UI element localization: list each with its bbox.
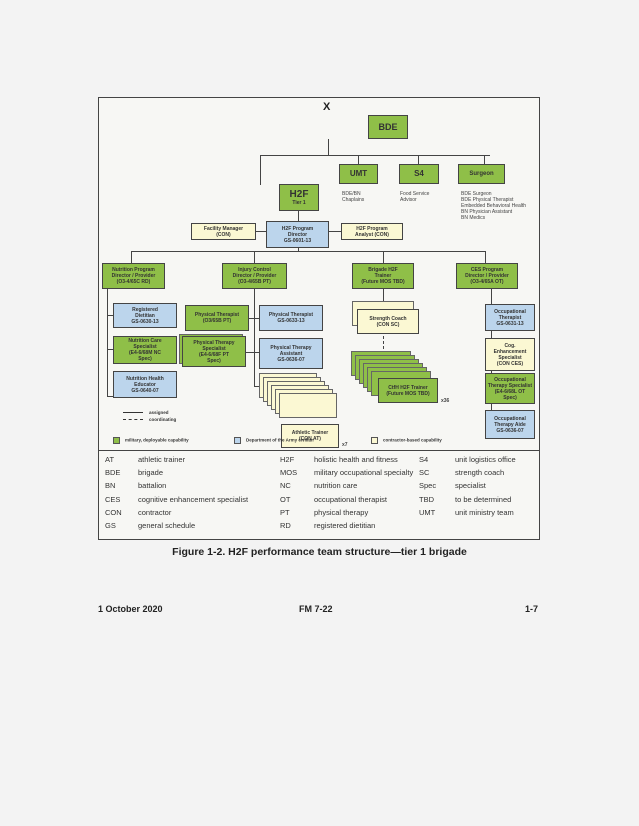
abbreviation-term: S4 bbox=[419, 455, 429, 464]
abbreviation-definition: brigade bbox=[138, 468, 164, 478]
h2f-title: H2F bbox=[289, 188, 309, 200]
facility-manager-box: Facility Manager (CON) bbox=[191, 223, 256, 240]
injury-control-director-box: Injury Control Director / Provider (O3-4… bbox=[222, 263, 287, 289]
abbreviation-definition: military occupational specialty bbox=[314, 468, 414, 478]
ctfh2f-trainer-box: CtfH H2F Trainer (Future MOS TBD) bbox=[378, 378, 438, 403]
legend-swatch-civilian bbox=[234, 437, 241, 444]
abbreviation-term: RD bbox=[280, 521, 291, 530]
abbreviation-term: CON bbox=[105, 507, 122, 517]
abbreviation-definition: nutrition care bbox=[314, 481, 358, 491]
legend-swatch-contractor bbox=[371, 437, 378, 444]
registered-dietitian-box: Registered Dietitian GS-0630-13 bbox=[113, 303, 177, 328]
ot-aide-box: Occupational Therapy Aide GS-0636-07 bbox=[485, 410, 535, 439]
abbreviation-term: UMT bbox=[419, 507, 436, 517]
abbreviation-definition: unit logistics office bbox=[455, 455, 516, 464]
ces-director-box: CES Program Director / Provider (O3-4/65… bbox=[456, 263, 518, 289]
abbreviation-definition: specialist bbox=[455, 481, 486, 491]
figure-org-chart: X BDE UMT S4 Surgeon BDE/BN Chaplains Fo… bbox=[98, 97, 540, 540]
abbreviation-term: NC bbox=[280, 481, 291, 491]
abbreviation-definition: registered dietitian bbox=[314, 521, 376, 530]
footer-date: 1 October 2020 bbox=[98, 604, 163, 614]
pt-specialist-box: Physical Therapy Specialist (E4-6/68F PT… bbox=[182, 336, 246, 367]
legend-military: military, deployable capability bbox=[125, 437, 189, 443]
physical-therapist-officer-box: Physical Therapist (O3/65B PT) bbox=[185, 305, 249, 331]
umt-box: UMT bbox=[339, 164, 378, 184]
abbreviation-term: Spec bbox=[419, 481, 437, 491]
unit-symbol: X bbox=[323, 101, 331, 113]
nutrition-director-box: Nutrition Program Director / Provider (O… bbox=[102, 263, 165, 289]
abbreviation-term: OT bbox=[280, 494, 291, 504]
abbreviation-term: AT bbox=[105, 455, 115, 464]
abbreviation-term: SC bbox=[419, 468, 430, 478]
athletic-trainer-box: Athletic Trainer (CON AT) bbox=[281, 424, 339, 448]
program-director-box: H2F Program Director GS-0601-13 bbox=[266, 221, 329, 248]
abbreviation-term: MOS bbox=[280, 468, 298, 478]
legend-contractor: contractor-based capability bbox=[383, 437, 442, 443]
abbreviation-definition: athletic trainer bbox=[138, 455, 186, 464]
footer-page-number: 1-7 bbox=[525, 604, 539, 614]
abbreviation-definition: physical therapy bbox=[314, 507, 369, 517]
athletic-trainer-count: x7 bbox=[342, 442, 348, 448]
legend-swatch-military bbox=[113, 437, 120, 444]
footer-manual: FM 7-22 bbox=[299, 604, 333, 614]
s4-note: Food Service Advisor bbox=[400, 191, 430, 203]
abbreviation-term: GS bbox=[105, 521, 116, 530]
abbreviation-definition: strength coach bbox=[455, 468, 505, 478]
abbreviation-definition: occupational therapist bbox=[314, 494, 387, 504]
h2f-box: H2F Tier 1 bbox=[279, 184, 319, 211]
physical-therapist-civilian-box: Physical Therapist GS-0633-13 bbox=[259, 305, 323, 331]
abbreviation-definition: cognitive enhancement specialist bbox=[138, 494, 249, 504]
legend-assigned: assigned bbox=[149, 410, 169, 415]
bde-box: BDE bbox=[368, 115, 408, 139]
abbreviation-definition: general schedule bbox=[138, 521, 196, 530]
occupational-therapist-box: Occupational Therapist GS-0631-13 bbox=[485, 304, 535, 331]
surgeon-box: Surgeon bbox=[458, 164, 505, 184]
abbreviation-term: TBD bbox=[419, 494, 434, 504]
program-analyst-box: H2F Program Analyst (CON) bbox=[341, 223, 403, 240]
abbreviation-definition: to be determined bbox=[455, 494, 512, 504]
cog-enhancement-box: Cog. Enhancement Specialist (CON CES) bbox=[485, 338, 535, 371]
abbreviation-term: PT bbox=[280, 507, 290, 517]
abbreviation-definition: battalion bbox=[138, 481, 167, 491]
nutrition-educator-box: Nutrition Health Educator GS-0640-07 bbox=[113, 371, 177, 398]
abbreviation-term: H2F bbox=[280, 455, 295, 464]
surgeon-note: BDE Surgeon BDE Physical Therapist Embed… bbox=[461, 191, 527, 221]
h2f-tier: Tier 1 bbox=[292, 199, 306, 206]
strength-coach-box: Strength Coach (CON SC) bbox=[357, 309, 419, 334]
abbreviation-term: BDE bbox=[105, 468, 121, 478]
legend-civilian: Department of the Army civilian bbox=[246, 437, 314, 443]
abbreviation-definition: unit ministry team bbox=[455, 507, 514, 517]
legend-coordinating: coordinating bbox=[149, 417, 177, 422]
abbreviation-term: BN bbox=[105, 481, 116, 491]
abbreviation-definition: holistic health and fitness bbox=[314, 455, 398, 464]
ot-specialist-box: Occupational Therapy Specialist (E4-6/68… bbox=[485, 373, 535, 404]
brigade-trainer-box: Brigade H2F Trainer (Future MOS TBD) bbox=[352, 263, 414, 289]
nutrition-care-specialist-box: Nutrition Care Specialist (E4-6/68M NC S… bbox=[113, 336, 177, 364]
abbreviation-term: CES bbox=[105, 494, 121, 504]
pt-assistant-box: Physical Therapy Assistant GS-0636-07 bbox=[259, 338, 323, 369]
s4-box: S4 bbox=[399, 164, 439, 184]
umt-note: BDE/BN Chaplains bbox=[342, 191, 365, 203]
abbreviation-table: AT athletic trainer H2F holistic health and… bbox=[99, 450, 539, 530]
abbreviation-definition: contractor bbox=[138, 507, 172, 517]
figure-caption: Figure 1-2. H2F performance team structu… bbox=[172, 546, 467, 558]
ctfh2f-trainer-count: x36 bbox=[441, 398, 450, 404]
